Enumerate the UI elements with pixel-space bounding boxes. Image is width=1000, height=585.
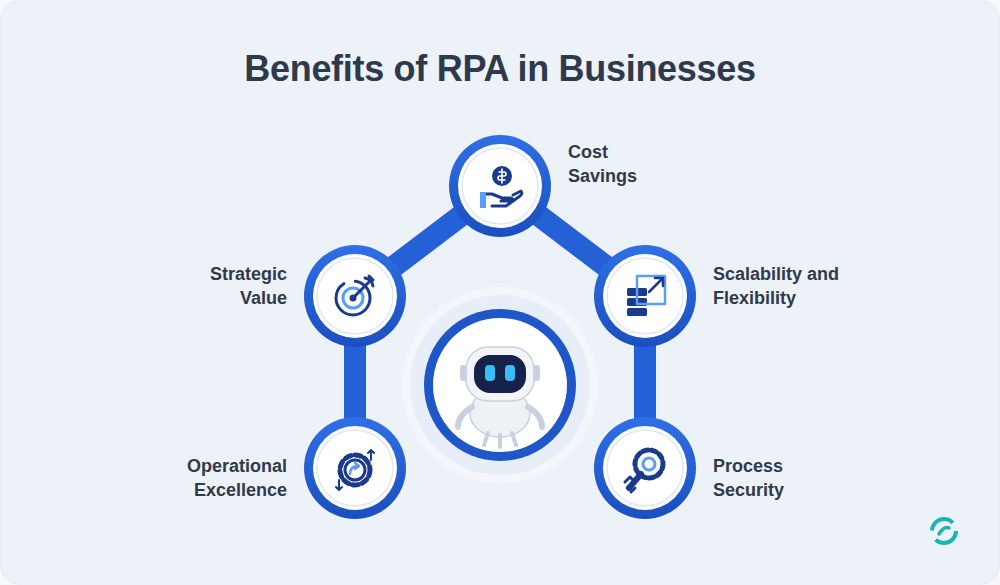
benefit-label: Strategic Value xyxy=(177,262,287,310)
connector-bar xyxy=(634,344,656,420)
connector-bar xyxy=(344,344,366,420)
benefit-circle: Cost Savings xyxy=(448,134,552,238)
benefit-label: Operational Excellence xyxy=(157,454,287,502)
circle-outline xyxy=(303,416,407,520)
benefit-circle: Scalability and Flexibility xyxy=(593,244,697,348)
benefit-circle: Strategic Value xyxy=(303,244,407,348)
benefit-circle: Process Security xyxy=(593,416,697,520)
brand-logo xyxy=(930,517,958,545)
circle-outline xyxy=(448,134,552,238)
robot-illustration xyxy=(400,285,600,485)
benefit-label: Scalability and Flexibility xyxy=(713,262,883,310)
diagram-title: Benefits of RPA in Businesses xyxy=(0,48,1000,90)
connector-bar xyxy=(538,215,607,267)
circle-outline xyxy=(303,244,407,348)
benefit-label: Cost Savings xyxy=(568,140,668,188)
benefit-circle: Operational Excellence xyxy=(303,416,407,520)
circle-outline xyxy=(593,416,697,520)
benefit-label: Process Security xyxy=(713,454,833,502)
circle-outline xyxy=(593,244,697,348)
connector-bar xyxy=(393,215,462,267)
